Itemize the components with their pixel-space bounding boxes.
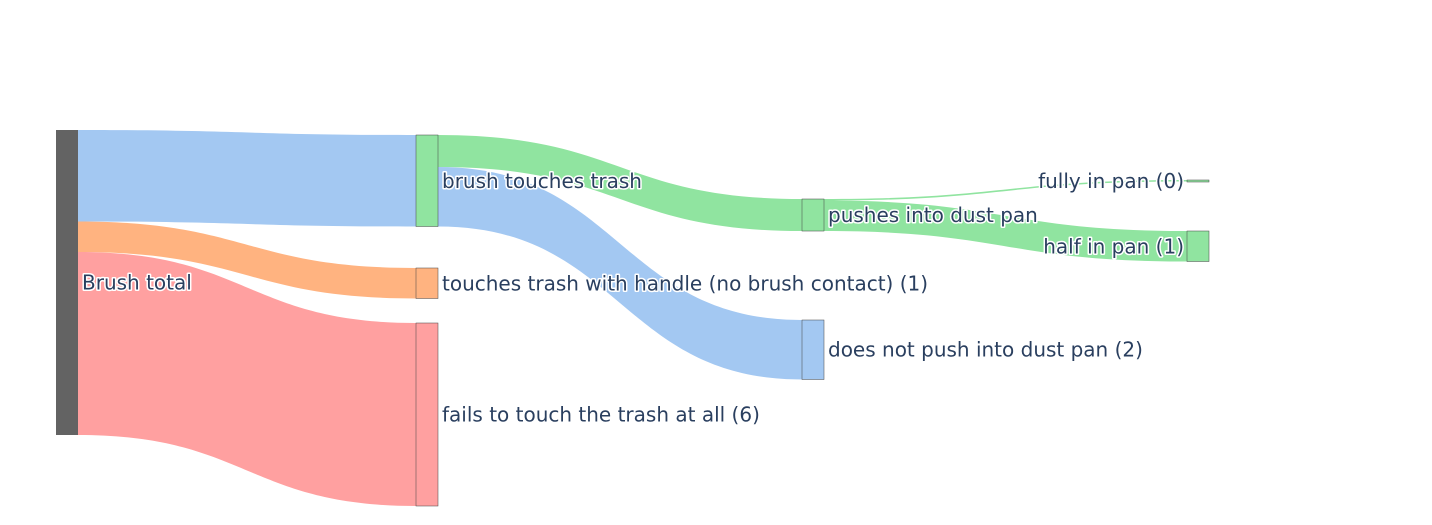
sankey-node-label-nopush: does not push into dust pan (2)	[828, 338, 1143, 362]
sankey-node-total[interactable]	[56, 130, 78, 435]
sankey-node-label-half: half in pan (1)	[1043, 234, 1184, 258]
sankey-node-touch[interactable]	[415, 134, 439, 227]
sankey-node-label-fail: fails to touch the trash at all (6)	[442, 403, 760, 427]
sankey-link-push-to-half[interactable]	[824, 200, 1187, 262]
sankey-labels: Brush total brush touches trash touches tr…	[81, 167, 1186, 428]
sankey-link-total-to-handle[interactable]	[78, 221, 416, 299]
sankey-nodes	[56, 130, 1210, 507]
sankey-link-touch-to-nopush[interactable]	[438, 167, 802, 380]
sankey-node-push[interactable]	[801, 198, 825, 232]
sankey-node-handle[interactable]	[415, 267, 439, 299]
sankey-node-label-full: fully in pan (0)	[1038, 169, 1184, 193]
sankey-links	[78, 130, 1187, 506]
sankey-node-fail[interactable]	[415, 322, 439, 507]
sankey-link-touch-to-push[interactable]	[438, 135, 802, 232]
sankey-node-label-push: pushes into dust pan	[828, 203, 1038, 227]
sankey-node-full[interactable]	[1186, 179, 1210, 183]
sankey-node-nopush[interactable]	[801, 319, 825, 380]
sankey-node-half[interactable]	[1186, 230, 1210, 262]
sankey-node-label-total: Brush total	[82, 271, 192, 295]
sankey-link-push-to-full[interactable]	[824, 180, 1187, 201]
sankey-link-total-to-fail[interactable]	[78, 252, 416, 506]
sankey-link-total-to-touch[interactable]	[78, 130, 416, 227]
sankey-node-label-touch: brush touches trash	[442, 169, 642, 193]
sankey-node-label-handle: touches trash with handle (no brush cont…	[442, 271, 928, 295]
